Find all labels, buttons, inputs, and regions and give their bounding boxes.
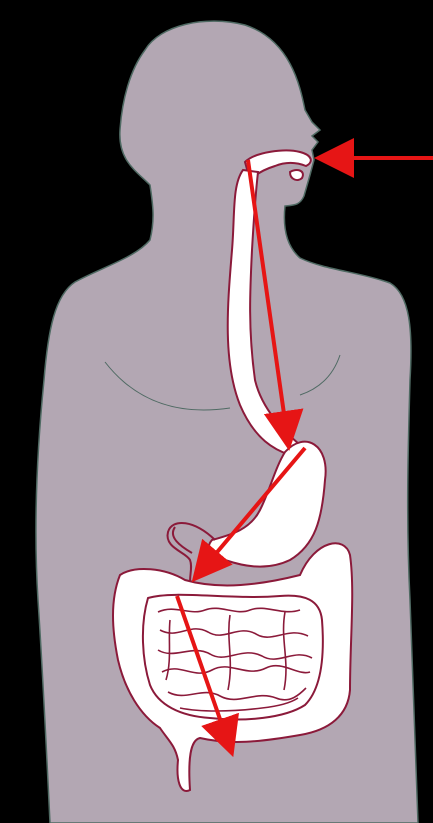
tongue <box>290 170 303 180</box>
